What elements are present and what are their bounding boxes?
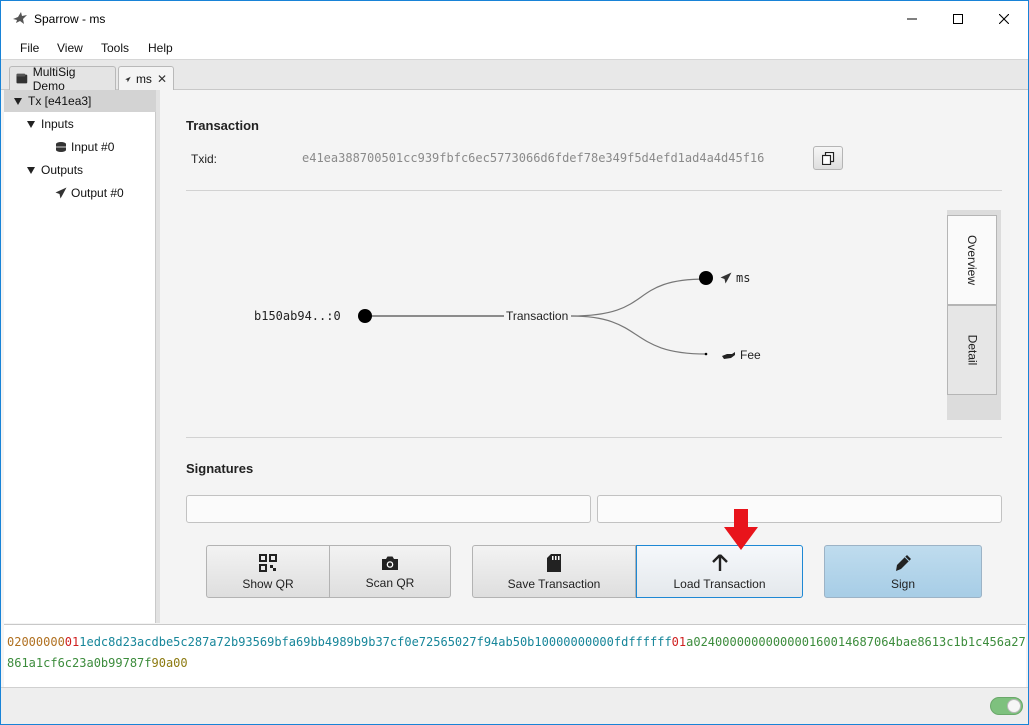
tab-detail-label: Detail	[965, 334, 979, 366]
signature-field-1	[186, 495, 591, 523]
transaction-heading: Transaction	[186, 118, 259, 133]
tab-label: ms	[135, 72, 152, 86]
expand-arrow-icon[interactable]	[14, 97, 22, 105]
save-transaction-label: Save Transaction	[507, 576, 601, 591]
fee-text: Fee	[740, 348, 761, 362]
save-transaction-button[interactable]: Save Transaction	[472, 545, 636, 598]
tree-item-output-0[interactable]: Output #0	[4, 182, 156, 204]
input-node	[358, 309, 372, 323]
separator	[186, 190, 1002, 191]
tab-ms[interactable]: ms ✕	[118, 66, 174, 91]
toggle-knob	[1007, 699, 1021, 713]
close-icon	[999, 13, 1009, 24]
camera-icon	[382, 556, 398, 570]
tab-overview[interactable]: Overview	[947, 215, 997, 305]
output-node	[699, 271, 713, 285]
load-transaction-label: Load Transaction	[673, 576, 766, 591]
output-address-label: ms	[736, 271, 751, 285]
server-connection-toggle[interactable]	[990, 697, 1023, 715]
menu-tools[interactable]: Tools	[101, 41, 130, 55]
hex-outputs: a0240000000000000160014687064bae8613c1b1…	[7, 635, 1026, 670]
fee-label: Fee	[722, 348, 761, 362]
window-title: Sparrow - ms	[34, 12, 106, 26]
txid-label: Txid:	[191, 152, 218, 166]
tab-label: MultiSig Demo	[32, 64, 76, 93]
tree-item-input-0[interactable]: Input #0	[4, 136, 156, 158]
maximize-icon	[953, 13, 963, 24]
send-icon	[125, 76, 131, 82]
tree-item-label: Input #0	[71, 140, 115, 154]
minimize-icon	[907, 18, 917, 19]
copy-icon	[821, 151, 834, 165]
tree-item-label: Tx [e41ea3]	[28, 94, 92, 108]
fee-hand-icon	[722, 352, 735, 359]
close-window-button[interactable]	[981, 1, 1027, 36]
annotation-arrow-icon	[724, 509, 758, 550]
status-bar	[1, 687, 1028, 724]
minimize-button[interactable]	[889, 1, 935, 36]
show-qr-label: Show QR	[242, 576, 294, 591]
fee-node	[704, 352, 708, 356]
send-icon	[55, 187, 67, 199]
diagram-lines	[358, 271, 713, 356]
pen-icon	[896, 554, 911, 571]
arrow-up-icon	[711, 553, 728, 571]
scan-qr-label: Scan QR	[365, 575, 415, 590]
input-label: b150ab94..:0	[254, 309, 341, 323]
send-icon	[720, 272, 732, 284]
tree-item-label: Output #0	[71, 186, 124, 200]
tree-item-outputs[interactable]: Outputs	[4, 159, 156, 181]
sd-card-icon	[547, 553, 561, 572]
tab-detail[interactable]: Detail	[947, 305, 997, 395]
tree-scrollbar[interactable]	[156, 90, 160, 623]
tab-close-icon[interactable]: ✕	[156, 72, 167, 86]
qrcode-icon	[259, 553, 277, 572]
transaction-node-label: Transaction	[504, 309, 571, 323]
tree-item-tx[interactable]: Tx [e41ea3]	[4, 90, 156, 112]
expand-arrow-icon[interactable]	[27, 120, 35, 128]
hex-locktime: 90a00	[151, 656, 188, 670]
transaction-tree: Tx [e41ea3] Inputs Input #0 Outputs	[4, 90, 156, 623]
tab-overview-label: Overview	[965, 234, 980, 286]
show-qr-button[interactable]: Show QR	[206, 545, 330, 598]
menu-view[interactable]: View	[57, 41, 83, 55]
menu-file[interactable]: File	[20, 41, 40, 55]
hex-output-count: 01	[671, 635, 687, 649]
coins-icon	[55, 141, 67, 153]
signatures-heading: Signatures	[186, 461, 254, 476]
transaction-diagram: b150ab94..:0 Transaction ms Fee	[186, 205, 946, 425]
hex-input-count: 01	[64, 635, 80, 649]
tab-multisig-demo[interactable]: MultiSig Demo	[9, 64, 116, 93]
maximize-button[interactable]	[935, 1, 981, 36]
output-label: ms	[720, 271, 751, 285]
transaction-hex-view[interactable]: 02000000011edc8d23acdbe5c287a72b93569bfa…	[4, 624, 1026, 687]
copy-txid-button[interactable]	[813, 146, 843, 170]
sign-label: Sign	[890, 576, 916, 591]
transaction-panel: Transaction Txid: e41ea388700501cc939fbf…	[161, 90, 1028, 623]
wallet-tab-bar: MultiSig Demo ms ✕	[1, 60, 1028, 93]
hex-version: 02000000	[7, 635, 65, 649]
signature-field-2	[597, 495, 1002, 523]
separator	[186, 437, 1002, 438]
title-bar: Sparrow - ms	[1, 1, 1028, 36]
txid-value[interactable]: e41ea388700501cc939fbfc6ec5773066d6fdef7…	[302, 151, 765, 165]
tree-item-label: Outputs	[41, 163, 84, 177]
wallet-icon	[16, 73, 28, 84]
menu-help[interactable]: Help	[148, 41, 173, 55]
menu-bar: File View Tools Help	[1, 36, 1028, 60]
tree-item-inputs[interactable]: Inputs	[4, 113, 156, 135]
expand-arrow-icon[interactable]	[27, 166, 35, 174]
load-transaction-button[interactable]: Load Transaction	[636, 545, 803, 598]
scan-qr-button[interactable]: Scan QR	[329, 545, 451, 598]
hex-inputs: 1edc8d23acdbe5c287a72b93569bfa69bb4989b9…	[79, 635, 672, 649]
sign-button[interactable]: Sign	[824, 545, 982, 598]
sparrow-logo-icon	[13, 12, 27, 24]
tree-item-label: Inputs	[41, 117, 74, 131]
